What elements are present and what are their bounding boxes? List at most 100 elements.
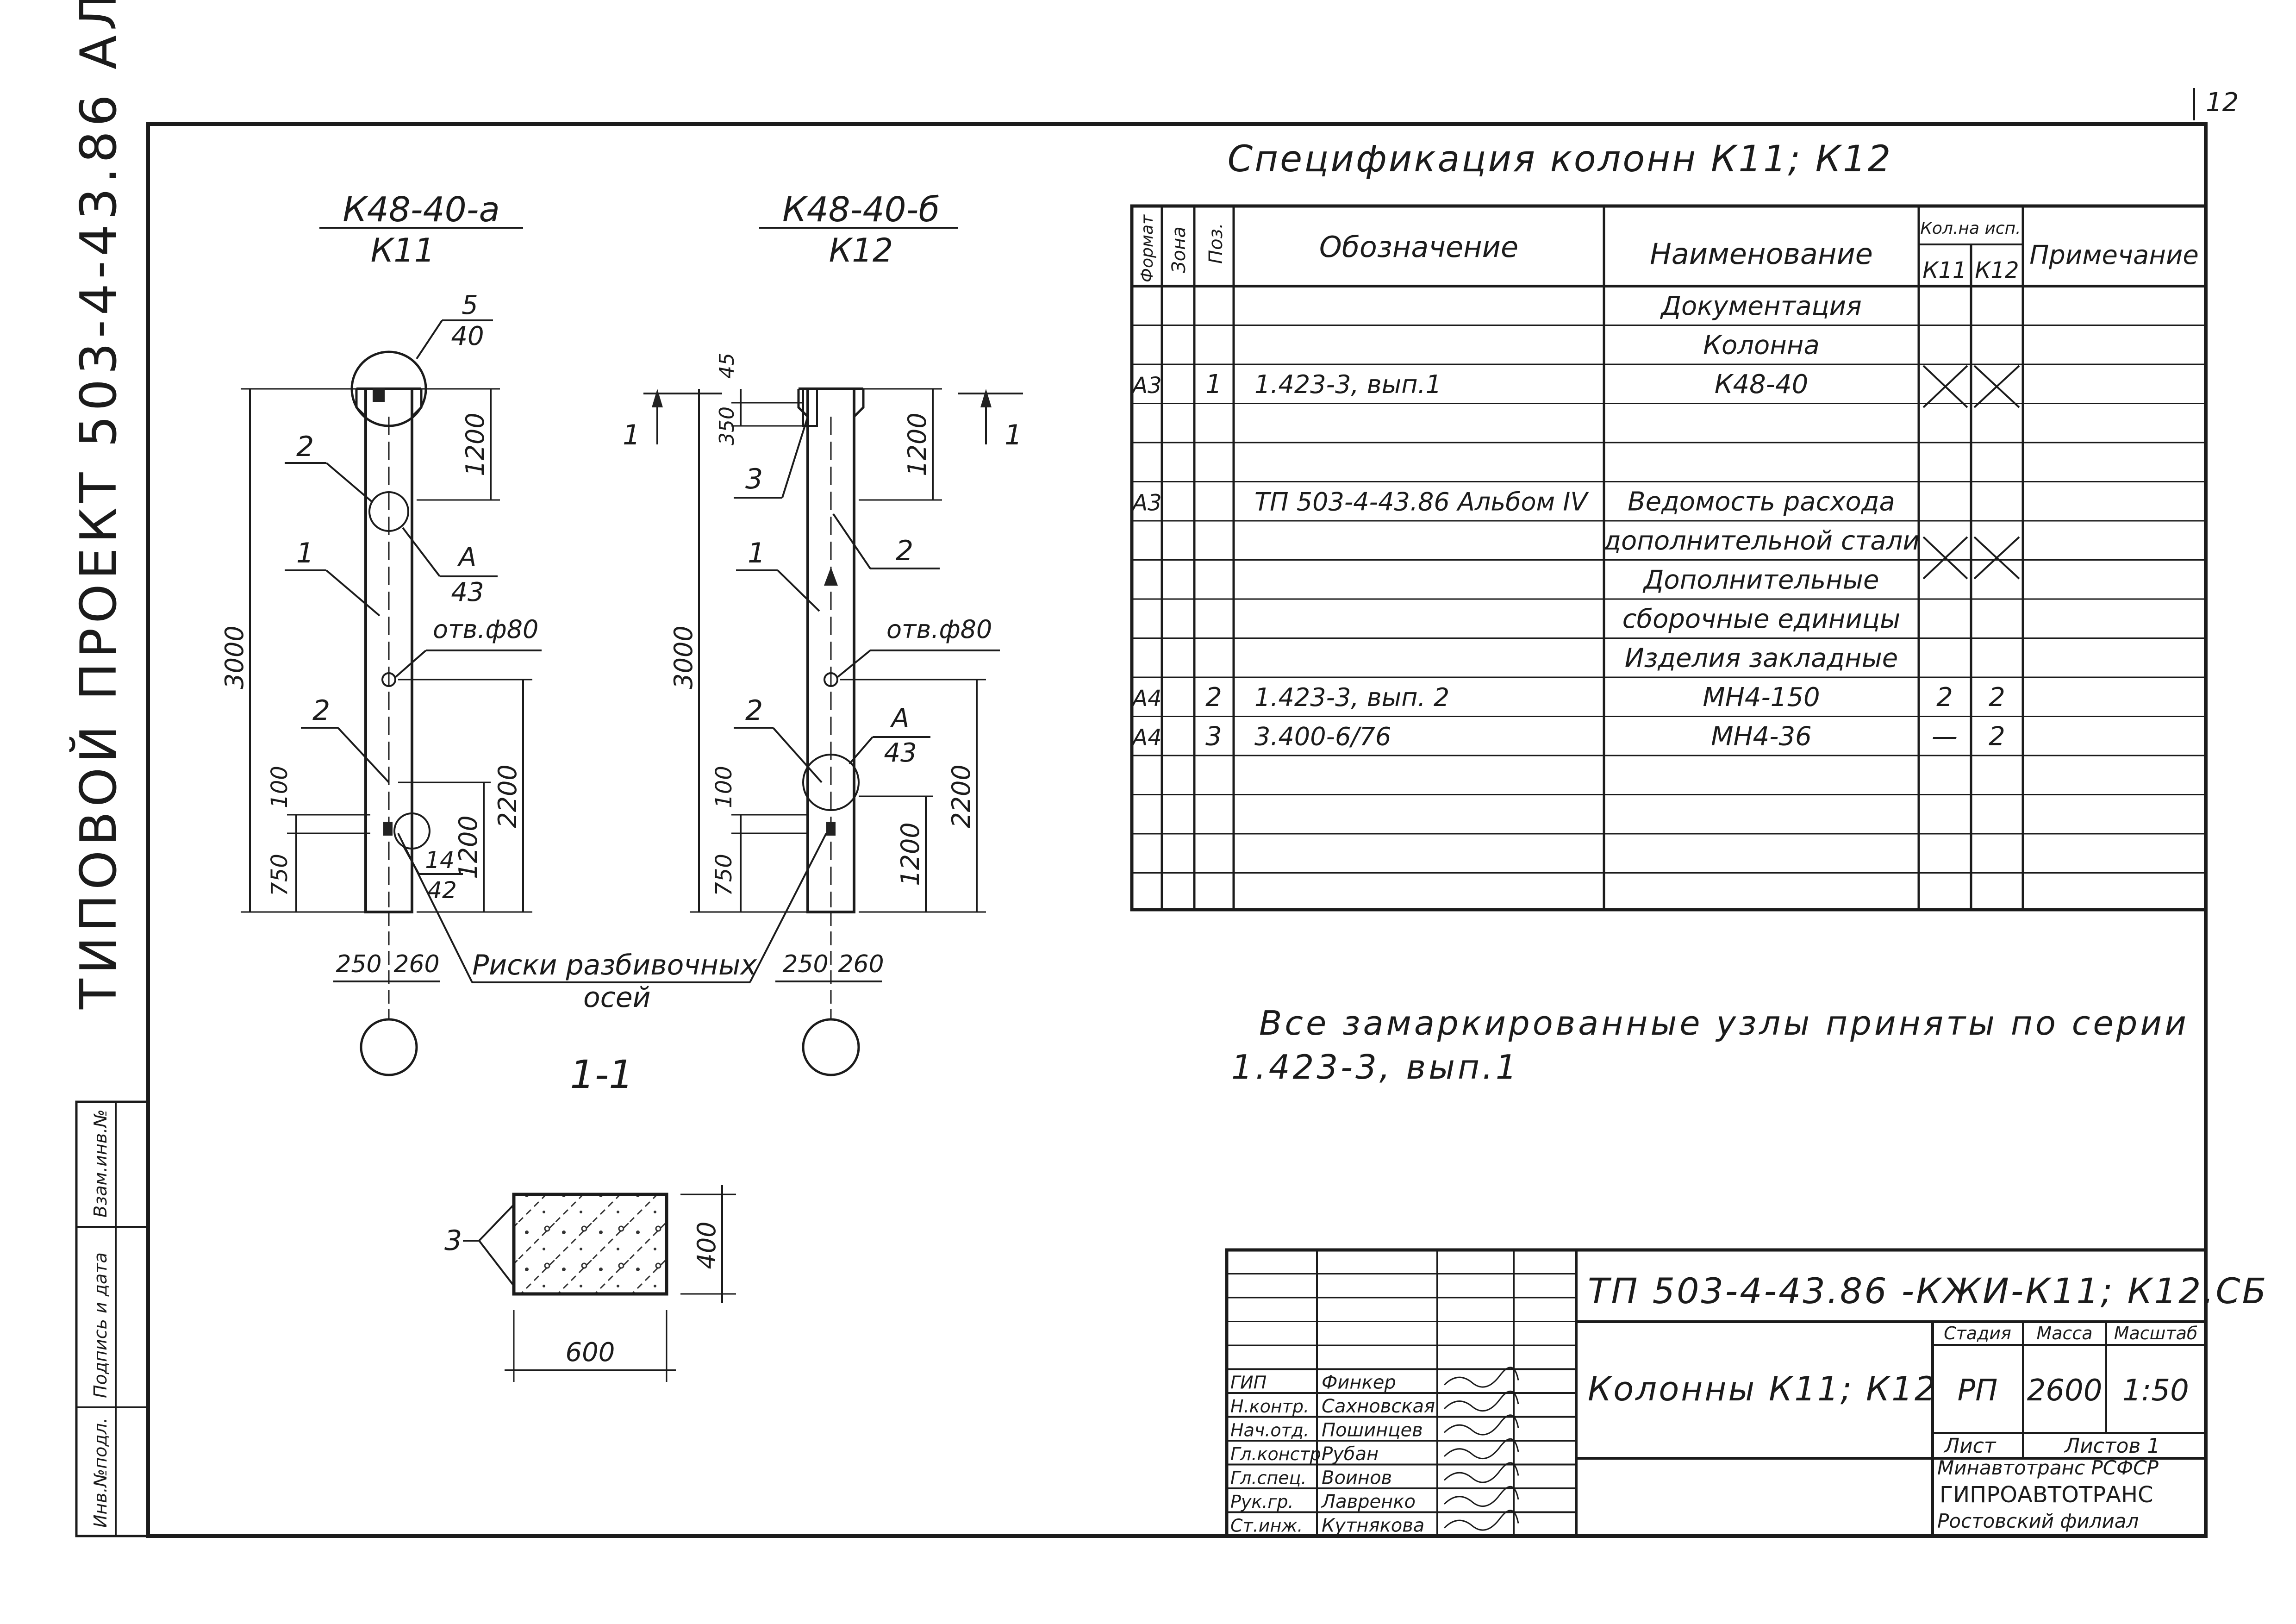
col2-dim-1200-bottom: 1200 [896, 822, 925, 886]
axis-marks-line1: Риски разбивочных [472, 949, 757, 981]
spec-h-zone: Зона [1168, 226, 1190, 273]
col1-callout-42: 42 [427, 877, 457, 904]
tb-staff-name: Воинов [1322, 1468, 1392, 1489]
col1-title: К48-40-а [343, 190, 500, 230]
tb-stage: РП [1958, 1374, 1998, 1408]
tb-mass: 2600 [2027, 1374, 2103, 1408]
tb-staff-role: Гл.спец. [1230, 1468, 1307, 1488]
spec-cell-name: Дополнительные [1642, 565, 1879, 595]
col2-pos1: 1 [748, 537, 765, 569]
spec-cell-name: Ведомость расхода [1628, 487, 1895, 517]
spec-cell-name: Изделия закладные [1625, 643, 1898, 674]
spec-row: дополнительной стали [1603, 526, 1920, 556]
spec-table: Формат Зона Поз. Обозначение Наименовани… [1130, 204, 2208, 912]
spec-cell-designation: 1.423-3, вып.1 [1254, 370, 1441, 399]
tb-scale-h: Масштаб [2114, 1323, 2198, 1343]
spec-title: Спецификация колонн К11; К12 [1228, 138, 1893, 180]
spec-cell-name: МН4-150 [1703, 682, 1820, 712]
title-block: ТП 503-4-43.86 -КЖИ-К11; К12.СБ Колонны … [1225, 1248, 2268, 1538]
stamp-signature-date: Подпись и дата [90, 1252, 111, 1398]
spec-row: Изделия закладные [1625, 643, 1898, 674]
col1-pos1: 1 [296, 537, 314, 569]
spec-cell-pos: 2 [1205, 682, 1222, 712]
col1-hole-label: отв.ф80 [433, 615, 538, 644]
axis-marks-callout: Риски разбивочных осей [397, 833, 827, 1014]
tb-staff-role: Нач.отд. [1230, 1420, 1309, 1441]
col2-dim-750: 750 [711, 854, 737, 896]
col2-dim-250: 250 [782, 950, 828, 978]
col1-dim-100: 100 [267, 766, 293, 808]
spec-h-k11: К11 [1922, 257, 1966, 283]
tb-staff-name: Кутнякова [1322, 1515, 1424, 1537]
spec-cell-format: А4 [1131, 725, 1161, 751]
col1-dim-750: 750 [267, 854, 293, 896]
tb-staff-signature [1443, 1414, 1519, 1436]
col1-subtitle: К11 [371, 231, 435, 269]
spec-row: сборочные единицы [1622, 604, 1900, 634]
col1-dim-2200: 2200 [493, 764, 522, 828]
tb-staff-signature [1443, 1438, 1519, 1459]
stamp-inv-podl: Инв.№подл. [90, 1418, 111, 1528]
spec-cell-pos: 3 [1205, 722, 1222, 752]
col1-callout-14: 14 [425, 847, 455, 874]
col2-dim-260: 260 [838, 950, 884, 978]
col2-callout-a-num: 43 [884, 738, 917, 768]
spec-row: А3 ТП 503-4-43.86 Альбом IV Ведомость расх… [1131, 487, 1895, 517]
column-k11-view: К48-40-а К11 5 40 А 43 отв.ф80 2 1 [220, 190, 542, 1076]
spec-cell-format: А3 [1131, 490, 1161, 516]
tb-staff-row: Н.контр.Сахновская [1230, 1390, 1519, 1417]
tb-staff-signature [1443, 1486, 1519, 1507]
side-stamp: Инв.№подл. Подпись и дата Взам.инв.№ [75, 1100, 150, 1537]
tb-org-3: Ростовский филиал [1937, 1510, 2139, 1532]
side-title: ТИПОВОЙ ПРОЕКТ 503-4-43.86 АЛЬБОМ IV [69, 0, 128, 1010]
tb-sheets-h: Листов 1 [2064, 1434, 2160, 1458]
spec-row: Документация [1660, 291, 1861, 321]
spec-row: Колонна [1703, 331, 1820, 361]
col1-callout-a-num: 43 [451, 577, 484, 607]
col2-dim-2200: 2200 [947, 764, 976, 828]
col2-axis-marker [802, 1018, 860, 1076]
tb-staff-signature [1443, 1390, 1519, 1412]
stamp-vzam-inv: Взам.инв.№ [90, 1109, 111, 1218]
spec-cell-name: К48-40 [1715, 369, 1808, 400]
col2-pos2-bottom: 2 [745, 694, 763, 727]
spec-cell-format: А4 [1131, 686, 1161, 712]
col1-dim-1200-bottom: 1200 [454, 815, 483, 879]
col2-pos3: 3 [745, 463, 763, 495]
col1-pos2-top: 2 [296, 431, 314, 463]
tb-staff-role: Гл.констр. [1230, 1444, 1327, 1464]
spec-cell-designation: ТП 503-4-43.86 Альбом IV [1254, 487, 1589, 517]
spec-h-pos: Поз. [1205, 223, 1227, 264]
tb-staff-signature [1443, 1510, 1519, 1531]
note-line2: 1.423-3, вып.1 [1231, 1048, 1520, 1087]
tb-staff-row: Ст.инж. Кутнякова [1230, 1510, 1519, 1537]
spec-cell-name: дополнительной стали [1603, 526, 1920, 556]
col1-dim-250: 250 [336, 950, 381, 978]
col2-embedded-part [802, 388, 818, 427]
section-pos3: 3 [444, 1224, 462, 1257]
section-1-1-label: 1-1 [570, 1052, 633, 1097]
spec-cell-name: МН4-36 [1711, 722, 1812, 752]
spec-row: А3 1 1.423-3, вып.1 К48-40 [1131, 369, 1808, 400]
tb-staff-row: Нач.отд.Пошинцев [1230, 1414, 1519, 1441]
spec-cell-name: сборочные единицы [1622, 604, 1900, 634]
spec-cell-format: А3 [1131, 373, 1161, 399]
col1-callout-a: А [457, 542, 476, 572]
spec-cell-k11: — [1932, 722, 1958, 752]
tb-staff-role: Н.контр. [1230, 1396, 1309, 1417]
tb-staff-name: Рубан [1322, 1443, 1379, 1465]
tb-org-2: ГИПРОАВТОТРАНС [1940, 1482, 2153, 1508]
spec-cell-pos: 1 [1205, 369, 1222, 400]
tb-staff-row: Рук.гр.Лавренко [1230, 1486, 1519, 1512]
spec-h-qty: Кол.на исп. [1920, 219, 2021, 238]
tb-staff-role: Ст.инж. [1230, 1516, 1303, 1536]
tb-staff-name: Финкер [1322, 1372, 1396, 1393]
tb-staff-signature [1443, 1462, 1519, 1483]
section-dim-600: 600 [566, 1337, 615, 1368]
tb-code: ТП 503-4-43.86 -КЖИ-К11; К12.СБ [1588, 1270, 2268, 1312]
col2-title: К48-40-б [782, 190, 940, 230]
spec-cell-k12: 2 [1989, 682, 2005, 712]
